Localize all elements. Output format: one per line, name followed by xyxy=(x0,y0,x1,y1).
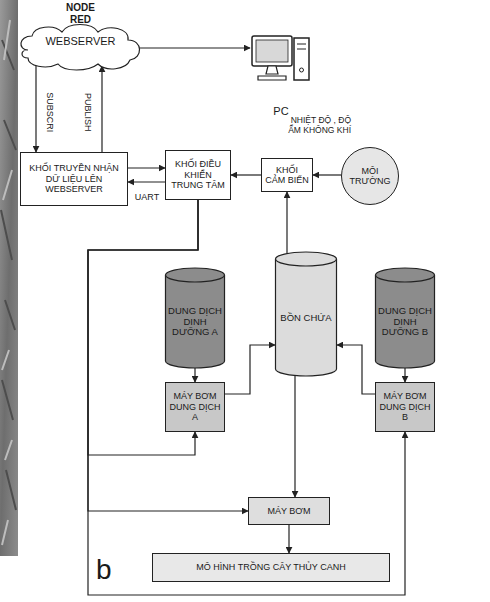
connector-arrow xyxy=(313,174,341,175)
connector-arrow xyxy=(286,192,287,254)
process-box: KHỐI TRUYỀN NHẬN DỮ LIỆU LÊN WEBSERVER xyxy=(20,152,128,206)
connector-arrow xyxy=(225,345,275,394)
connector-arrow xyxy=(294,376,295,497)
process-box: KHỐI ĐIỀU KHIỂN TRUNG TÂM xyxy=(165,150,231,200)
connector-arrow xyxy=(231,174,261,175)
connector-arrow xyxy=(194,368,195,382)
node-text: MÔI TRƯỜNG xyxy=(346,166,394,187)
edge-label: UART xyxy=(134,192,160,202)
node-text: DUNG DỊCH DINH DƯỠNG B xyxy=(378,306,432,339)
connector-arrow xyxy=(288,525,289,553)
edge-label: PUBLISH xyxy=(83,92,93,133)
node-text: MÁY BƠM DUNG DỊCH B xyxy=(379,391,431,422)
node-text: NODE RED xyxy=(61,2,101,25)
pc-icon: PC xyxy=(250,30,312,120)
node-text: MÁY BƠM DUNG DỊCH A xyxy=(169,391,221,422)
node-text: WEBSERVER xyxy=(45,35,115,48)
connector-arrow xyxy=(337,345,375,394)
node-text: BỒN CHỨA xyxy=(280,313,331,324)
connector-arrow xyxy=(88,200,248,511)
edge-label: NHIỆT ĐỘ , ĐỘ ẨM KHÔNG KHÍ xyxy=(282,116,352,136)
pump-box: MÁY BƠM xyxy=(248,497,330,525)
edge-label: SUBSCRI xyxy=(45,91,55,133)
tank-cylinder: DUNG DỊCH DINH DƯỠNG A xyxy=(165,268,225,368)
pump-box: MÁY BƠM DUNG DỊCH A xyxy=(165,382,225,432)
tank-cylinder: DUNG DỊCH DINH DƯỠNG B xyxy=(375,268,435,368)
connector-arrow xyxy=(128,181,165,182)
connector-arrow xyxy=(88,200,405,595)
connector-arrow xyxy=(35,66,36,152)
connector-arrow xyxy=(139,47,250,48)
tank-cylinder: BỒN CHỨA xyxy=(275,252,337,376)
node-text: MÁY BƠM xyxy=(267,506,310,516)
connector-arrow xyxy=(128,167,165,168)
node-text: KHỐI CẢM BIẾN xyxy=(265,165,309,186)
node-text: DUNG DỊCH DINH DƯỠNG A xyxy=(168,306,222,339)
pump-box: MÁY BƠM DUNG DỊCH B xyxy=(375,382,435,432)
environment-circle: MÔI TRƯỜNG xyxy=(341,147,399,205)
node-text: MÔ HÌNH TRỒNG CÂY THỦY CANH xyxy=(196,562,345,572)
process-box: KHỐI CẢM BIẾN xyxy=(261,158,313,192)
node-text: KHỐI ĐIỀU KHIỂN TRUNG TÂM xyxy=(169,159,227,190)
node-text: KHỐI TRUYỀN NHẬN DỮ LIỆU LÊN WEBSERVER xyxy=(25,163,123,194)
panel-letter: b xyxy=(96,556,112,584)
photo-strip xyxy=(0,0,20,556)
model-box: MÔ HÌNH TRỒNG CÂY THỦY CANH xyxy=(152,553,390,582)
connector-arrow xyxy=(404,368,405,382)
cloud-server: NODE RED WEBSERVER xyxy=(18,0,143,72)
